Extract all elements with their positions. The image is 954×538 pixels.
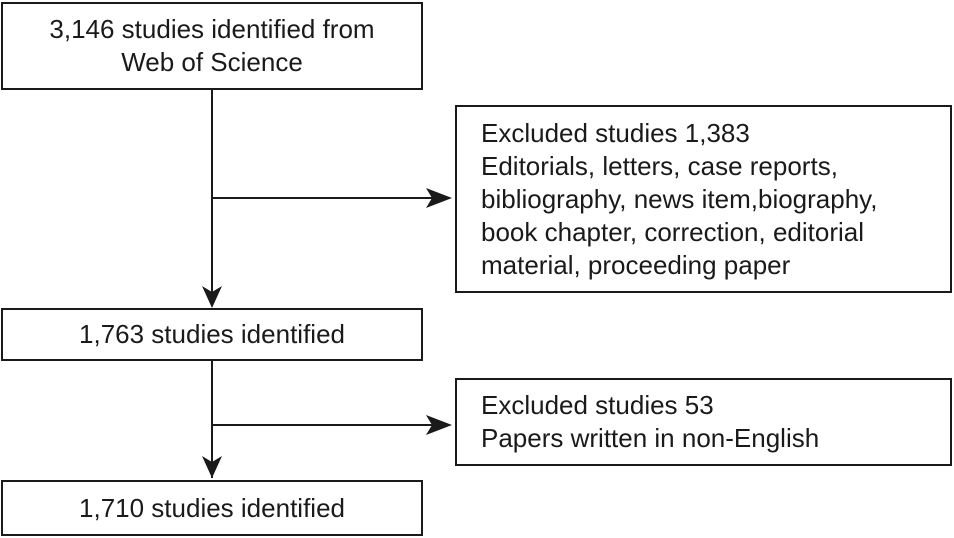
box-excluded-53: Excluded studies 53 Papers written in no… [455,378,952,466]
box2-line-1: 1,763 studies identified [79,319,345,349]
arrowhead-exclusion-2 [426,415,452,435]
exclusion1-line-3: bibliography, news item,biography, [481,183,878,214]
box1-line-1: 3,146 studies identified from [49,14,375,44]
box-1763-studies: 1,763 studies identified [1,308,423,361]
box-identified-web-of-science: 3,146 studies identified from Web of Sci… [1,2,423,90]
exclusion1-line-4: book chapter, correction, editorial [481,216,864,247]
exclusion1-line-2: Editorials, letters, case reports, [481,150,838,181]
arrowhead-exclusion-1 [426,188,452,208]
exclusion1-line-5: material, proceeding paper [481,249,791,280]
exclusion1-line-1: Excluded studies 1,383 [481,117,750,148]
box3-line-1: 1,710 studies identified [79,492,345,523]
arrowhead-box3 [202,456,222,478]
arrowhead-box2 [202,286,222,308]
exclusion2-line-1: Excluded studies 53 [481,390,714,420]
box-1710-studies: 1,710 studies identified [1,480,423,536]
box1-line-2: Web of Science [121,47,303,77]
exclusion2-line-2: Papers written in non-English [481,423,820,453]
box-excluded-1383: Excluded studies 1,383 Editorials, lette… [455,105,952,293]
